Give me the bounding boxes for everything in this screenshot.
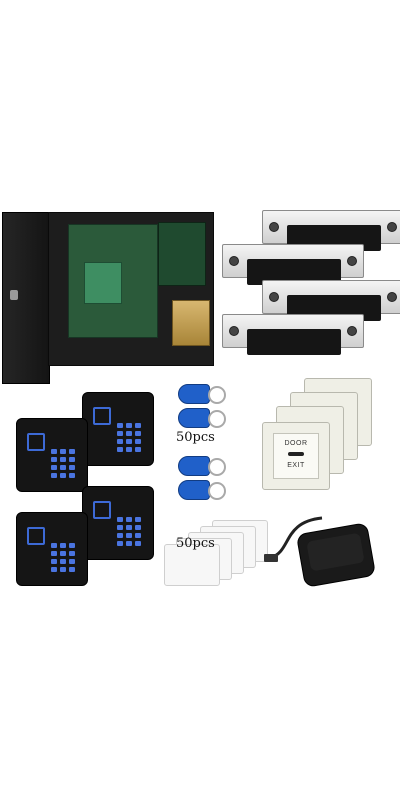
- key-ring-icon: [208, 410, 226, 428]
- usb-cable-icon: [264, 516, 323, 562]
- key-ring-icon: [208, 482, 226, 500]
- transformer: [172, 300, 210, 346]
- screw-hole-icon: [387, 292, 397, 302]
- rfid-keypad: [16, 418, 88, 492]
- exit-button-face: DOOR EXIT: [273, 433, 319, 479]
- electric-strike: [262, 280, 400, 321]
- screw-hole-icon: [347, 256, 357, 266]
- screw-hole-icon: [387, 222, 397, 232]
- rfid-keypad: [82, 486, 154, 560]
- card-reader-icon: [27, 433, 45, 451]
- key-ring-icon: [208, 458, 226, 476]
- screw-hole-icon: [229, 256, 239, 266]
- rfid-keypad: [16, 512, 88, 586]
- keypad-keys: [117, 423, 141, 452]
- card-quantity-label: 50pcs: [176, 536, 215, 551]
- reader-surface: [306, 532, 365, 572]
- keypad-keys: [117, 517, 141, 546]
- key-icon: [288, 452, 304, 456]
- electric-strike: [222, 314, 364, 355]
- electric-strike: [262, 210, 400, 251]
- key-fob-icon: [178, 408, 210, 428]
- screw-hole-icon: [229, 326, 239, 336]
- screw-hole-icon: [269, 222, 279, 232]
- exit-label: EXIT: [287, 462, 305, 469]
- exit-button: DOOR EXIT: [262, 422, 330, 490]
- keypad-keys: [51, 449, 75, 478]
- screw-hole-icon: [347, 326, 357, 336]
- card-reader-icon: [27, 527, 45, 545]
- key-fob-icon: [178, 480, 210, 500]
- key-fob-icon: [178, 384, 210, 404]
- controller-module: [84, 262, 122, 304]
- electric-strike: [222, 244, 364, 285]
- key-fob-icon: [178, 456, 210, 476]
- key-ring-icon: [208, 386, 226, 404]
- power-supply-board: [158, 222, 206, 286]
- door-lock-icon: [10, 290, 18, 300]
- card-reader-icon: [93, 501, 111, 519]
- card-reader-icon: [93, 407, 111, 425]
- fob-quantity-label: 50pcs: [176, 430, 215, 445]
- keypad-keys: [51, 543, 75, 572]
- screw-hole-icon: [269, 292, 279, 302]
- rfid-keypad: [82, 392, 154, 466]
- proximity-card: [164, 544, 220, 586]
- strike-body: [247, 329, 341, 355]
- door-label: DOOR: [284, 440, 308, 447]
- usb-card-reader: [295, 522, 377, 588]
